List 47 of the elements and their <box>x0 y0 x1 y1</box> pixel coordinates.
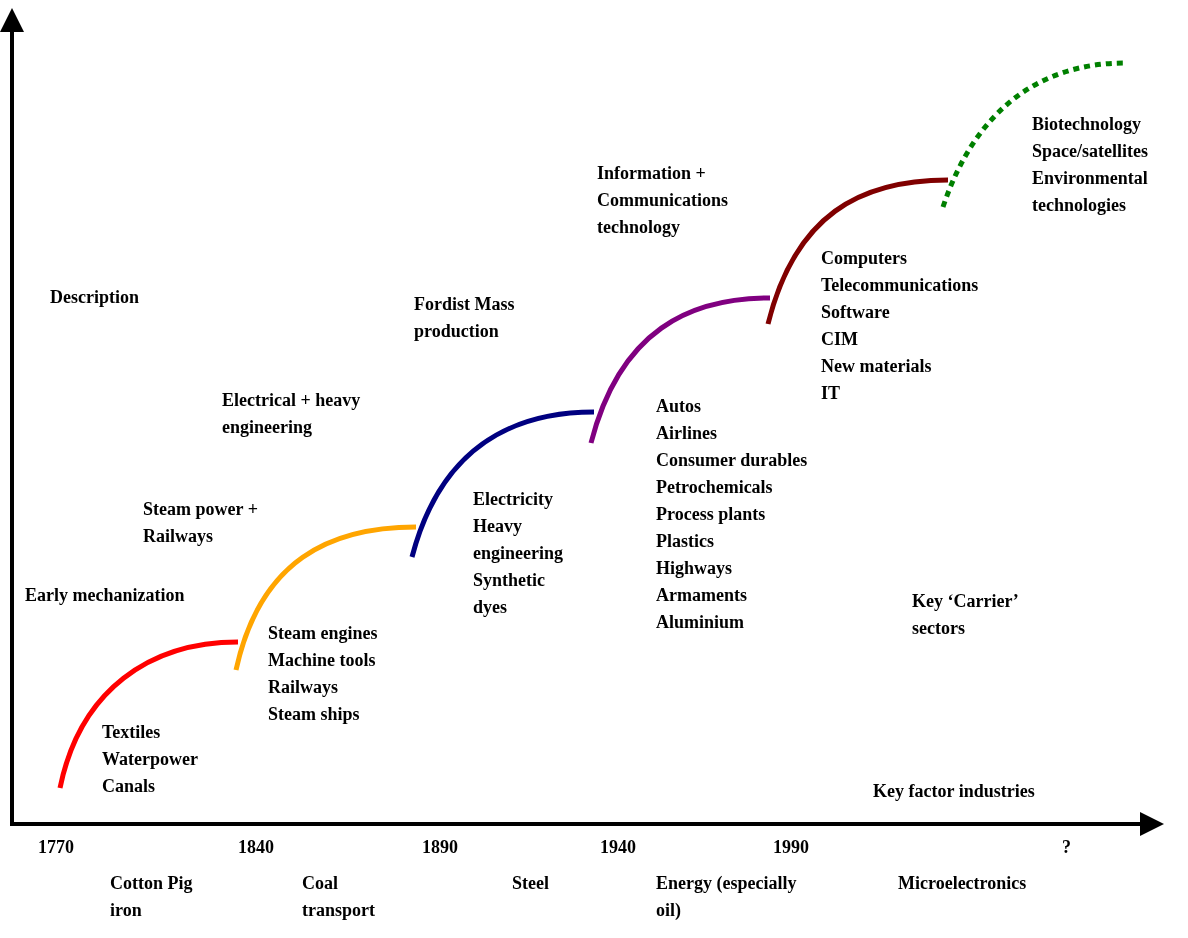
sector-label: Space/satellites <box>1032 140 1148 163</box>
sector-label: Electricity <box>473 488 553 511</box>
key-factor-label: Energy (especially oil) <box>656 872 798 922</box>
sector-label: Environmental technologies <box>1032 167 1149 217</box>
key-factor-label: Cotton Pig iron <box>110 872 194 922</box>
sector-label: Telecommunications <box>821 274 979 297</box>
sector-label: Computers <box>821 247 907 270</box>
sector-label: Petrochemicals <box>656 476 773 499</box>
sector-label: Airlines <box>656 422 717 445</box>
wave-description: Electrical + heavy engineering <box>222 389 362 439</box>
sector-label: Highways <box>656 557 733 580</box>
year-label: 1990 <box>773 836 809 859</box>
axis-title: Description <box>50 286 139 309</box>
sector-label: Railways <box>268 676 338 699</box>
sector-label: Steam engines <box>268 622 378 645</box>
sector-label: Biotechnology <box>1032 113 1141 136</box>
sector-label: Armaments <box>656 584 747 607</box>
year-label: 1840 <box>238 836 274 859</box>
sector-label: Machine tools <box>268 649 376 672</box>
sector-label: Canals <box>102 775 155 798</box>
sector-label: Waterpower <box>102 748 198 771</box>
wave-description: Information + Communications technology <box>597 162 729 239</box>
sector-label: IT <box>821 382 840 405</box>
axis-title: Key factor industries <box>873 780 1035 803</box>
sector-label: Autos <box>656 395 701 418</box>
sector-label: Consumer durables <box>656 449 808 472</box>
sector-label: Textiles <box>102 721 161 744</box>
axis-title: Key ‘Carrier’ sectors <box>912 590 1019 640</box>
sector-label: Software <box>821 301 890 324</box>
sector-label: Plastics <box>656 530 714 553</box>
sector-label: Aluminium <box>656 611 745 634</box>
key-factor-label: Steel <box>512 872 549 895</box>
year-label: 1940 <box>600 836 636 859</box>
sector-label: New materials <box>821 355 932 378</box>
wave-description: Steam power + Railways <box>143 498 259 548</box>
year-label: 1770 <box>38 836 74 859</box>
wave-description: Early mechanization <box>25 584 185 607</box>
sector-label: Synthetic dyes <box>473 569 546 619</box>
sector-label: Process plants <box>656 503 766 526</box>
year-label: 1890 <box>422 836 458 859</box>
sector-label: Heavy engineering <box>473 515 564 565</box>
sector-label: CIM <box>821 328 858 351</box>
key-factor-label: Microelectronics <box>898 872 1027 895</box>
year-label: ? <box>1062 836 1071 859</box>
key-factor-label: Coal transport <box>302 872 376 922</box>
sector-label: Steam ships <box>268 703 360 726</box>
wave-description: Fordist Mass production <box>414 293 516 343</box>
